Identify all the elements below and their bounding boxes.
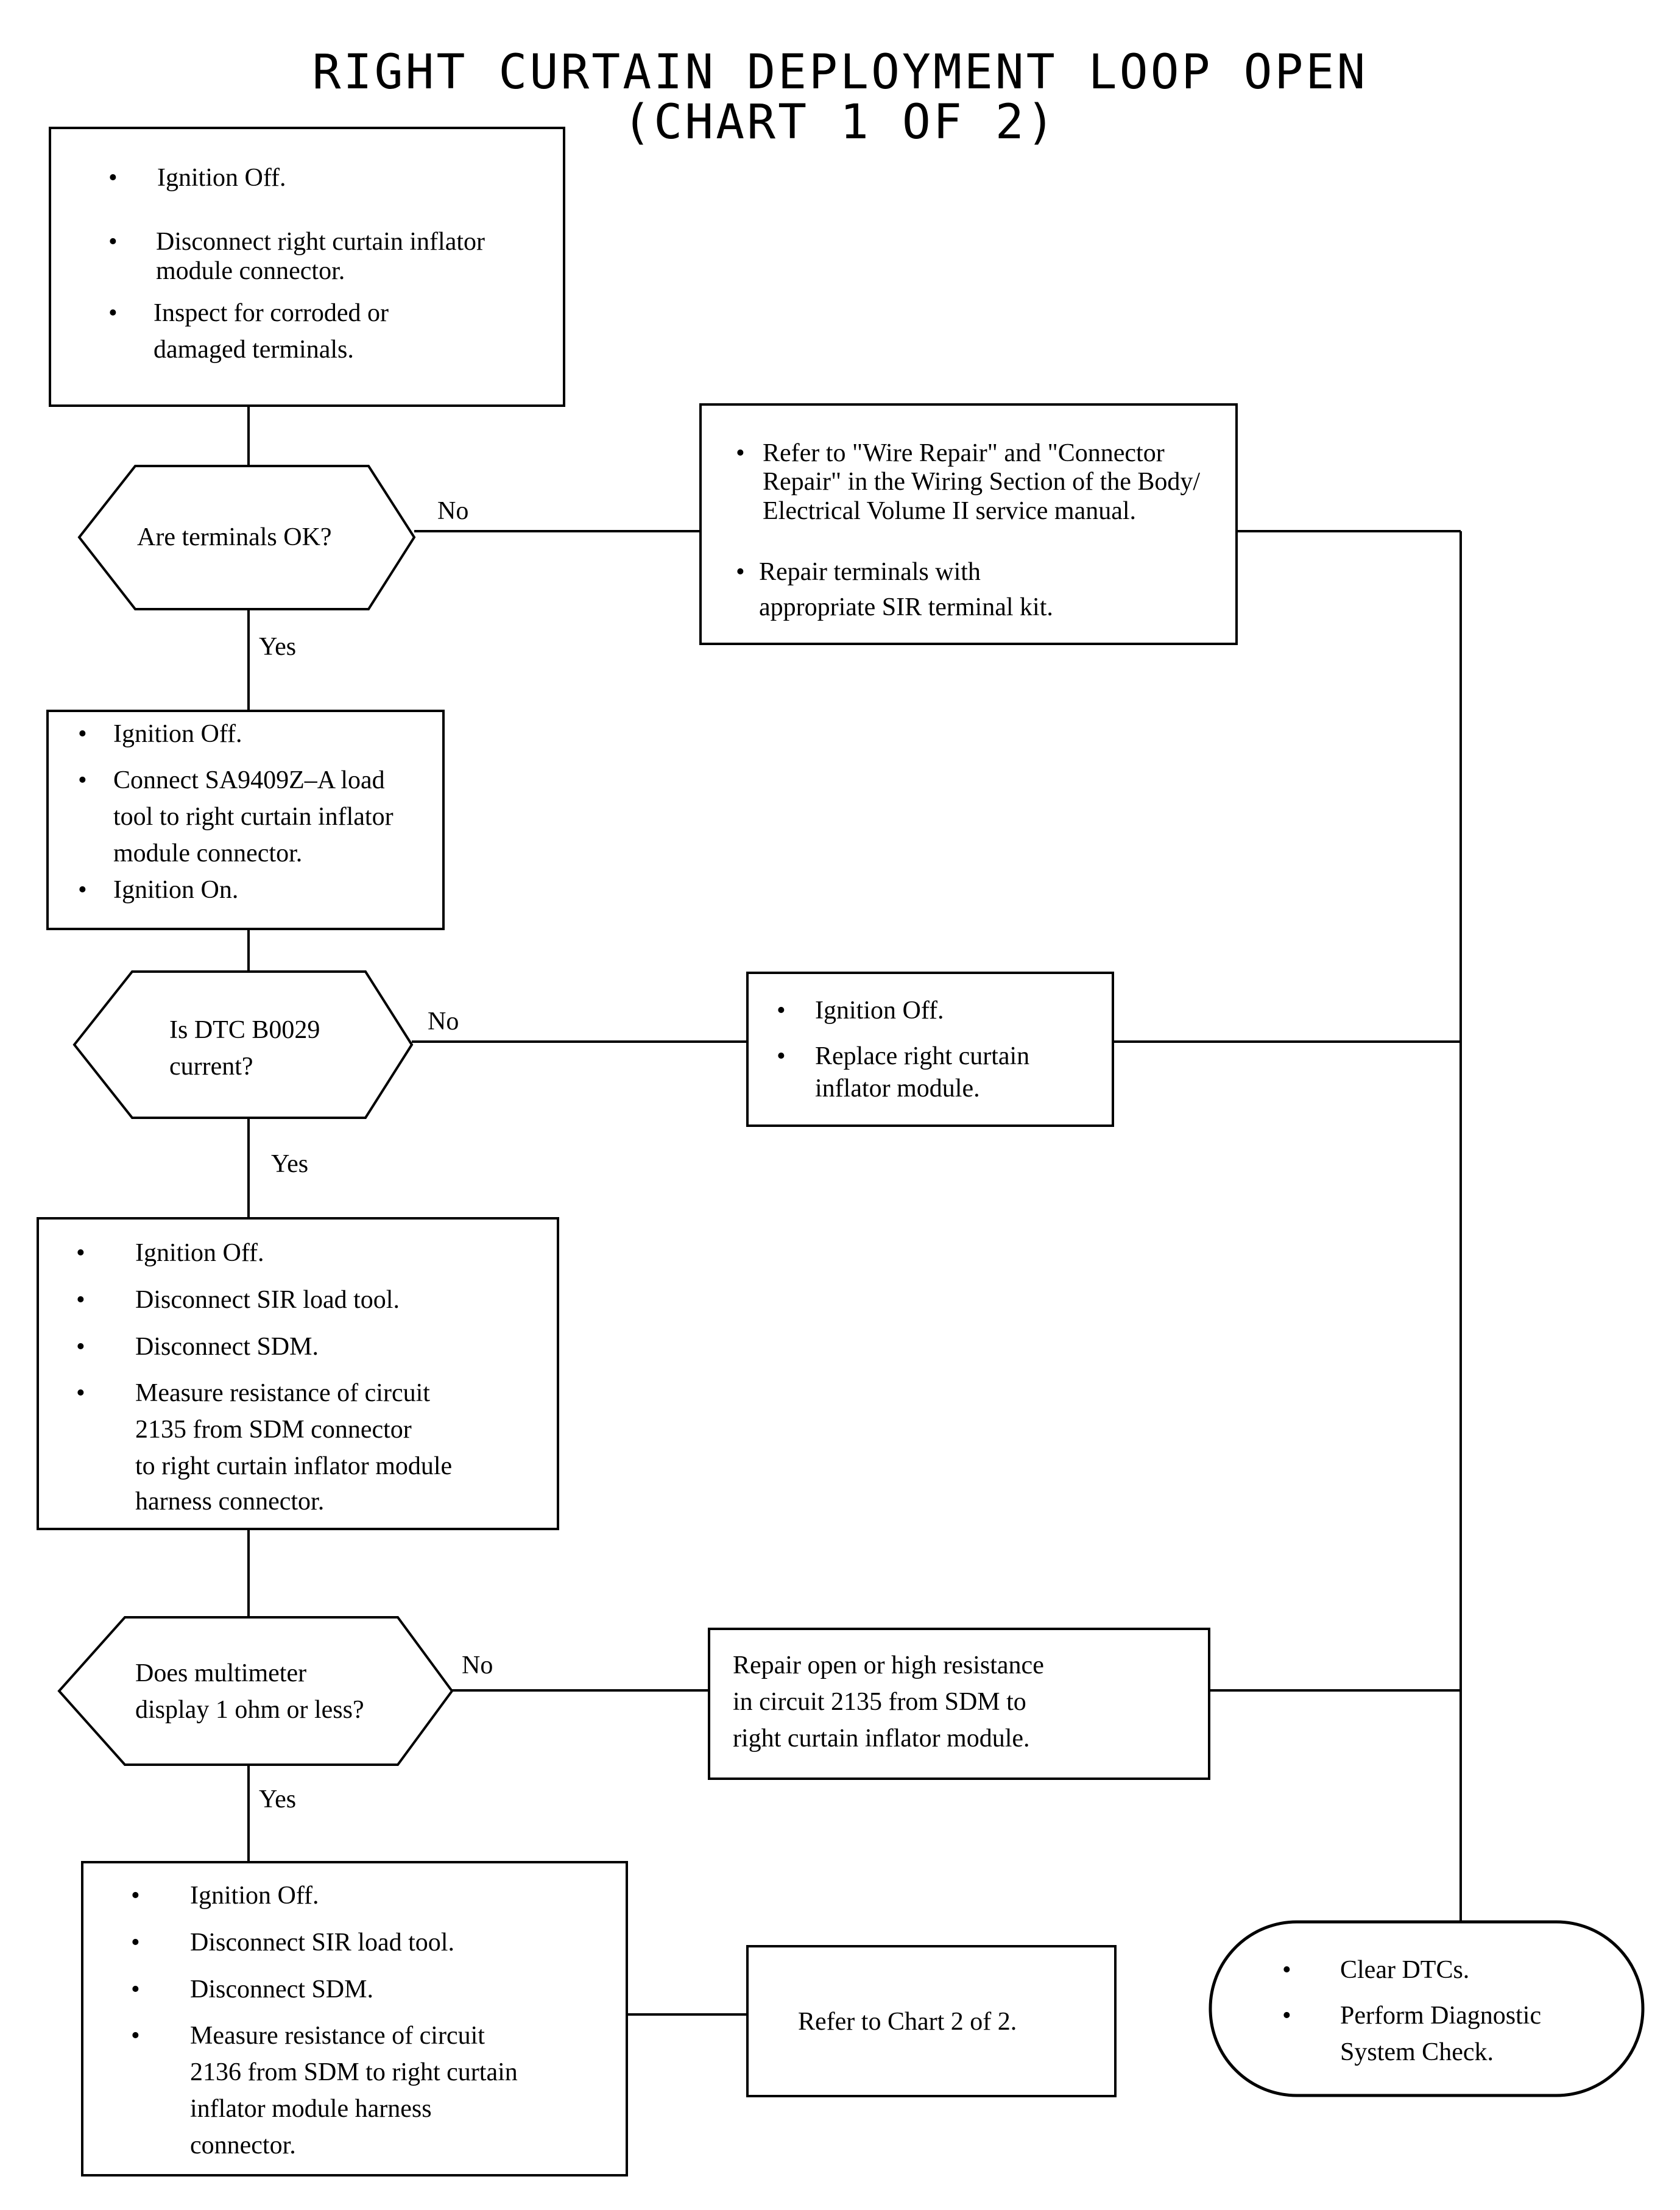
step-box-4 bbox=[81, 1861, 628, 2176]
refer-text: Refer to Chart 2 of 2. bbox=[798, 2008, 1017, 2036]
bullet: • bbox=[777, 1042, 786, 1070]
repair2-item: inflator module. bbox=[815, 1075, 980, 1103]
repair1-item: Repair" in the Wiring Section of the Bod… bbox=[763, 468, 1201, 496]
decision3-text: Does multimeter bbox=[135, 1659, 307, 1687]
bullet: • bbox=[78, 766, 87, 794]
bullet: • bbox=[76, 1379, 85, 1407]
repair1-item: appropriate SIR terminal kit. bbox=[759, 593, 1053, 621]
bullet: • bbox=[76, 1333, 85, 1361]
repair3-line: in circuit 2135 from SDM to bbox=[733, 1688, 1026, 1716]
repair3-line: Repair open or high resistance bbox=[733, 1651, 1044, 1679]
bullet: • bbox=[736, 558, 745, 586]
step4-item: Ignition Off. bbox=[190, 1882, 319, 1910]
decision3-text: display 1 ohm or less? bbox=[135, 1696, 364, 1724]
repair-box-1 bbox=[699, 403, 1238, 645]
step-box-1 bbox=[49, 127, 565, 407]
bullet: • bbox=[108, 228, 118, 256]
bullet: • bbox=[131, 2022, 140, 2050]
step3-item: to right curtain inflator module bbox=[135, 1452, 453, 1480]
step3-item: 2135 from SDM connector bbox=[135, 1416, 412, 1444]
decision3-no-label: No bbox=[462, 1651, 493, 1679]
step1-item: module connector. bbox=[156, 257, 345, 285]
bullet: • bbox=[1282, 1956, 1291, 1984]
decision2-text: current? bbox=[169, 1053, 253, 1081]
bullet: • bbox=[78, 720, 87, 748]
bullet: • bbox=[78, 876, 87, 904]
decision2-text: Is DTC B0029 bbox=[169, 1016, 320, 1044]
step4-item: 2136 from SDM to right curtain bbox=[190, 2058, 518, 2086]
decision-terminals-ok-shape bbox=[77, 465, 416, 610]
step4-item: inflator module harness bbox=[190, 2095, 432, 2123]
bullet: • bbox=[131, 1929, 140, 1957]
decision-multimeter-shape bbox=[57, 1616, 454, 1766]
step3-item: Disconnect SIR load tool. bbox=[135, 1286, 400, 1314]
refer-box bbox=[746, 1945, 1117, 2097]
decision-dtc-current-shape bbox=[72, 970, 414, 1119]
step-box-3 bbox=[37, 1217, 559, 1530]
page-title: RIGHT CURTAIN DEPLOYMENT LOOP OPEN bbox=[312, 45, 1368, 100]
step2-item: module connector. bbox=[113, 839, 303, 867]
bullet: • bbox=[108, 164, 118, 192]
step1-item: Ignition Off. bbox=[157, 164, 286, 192]
repair2-item: Ignition Off. bbox=[815, 997, 944, 1025]
bullet: • bbox=[131, 1975, 140, 2003]
terminal-shape bbox=[1209, 1920, 1645, 2097]
repair-box-3 bbox=[708, 1628, 1210, 1780]
terminal-item: Clear DTCs. bbox=[1340, 1956, 1470, 1984]
step4-item: Disconnect SDM. bbox=[190, 1975, 373, 2003]
page-subtitle: (CHART 1 OF 2) bbox=[623, 95, 1057, 150]
step3-item: harness connector. bbox=[135, 1488, 325, 1516]
bullet: • bbox=[131, 1882, 140, 1910]
decision1-no-label: No bbox=[437, 497, 469, 525]
step4-item: Disconnect SIR load tool. bbox=[190, 1929, 454, 1957]
step4-item: Measure resistance of circuit bbox=[190, 2022, 485, 2050]
step2-item: Connect SA9409Z–A load bbox=[113, 766, 385, 794]
step3-item: Measure resistance of circuit bbox=[135, 1379, 430, 1407]
terminal-item: System Check. bbox=[1340, 2038, 1494, 2066]
decision2-no-label: No bbox=[428, 1008, 459, 1036]
step3-item: Disconnect SDM. bbox=[135, 1333, 319, 1361]
step2-item: Ignition On. bbox=[113, 876, 239, 904]
bullet: • bbox=[777, 997, 786, 1025]
repair2-item: Replace right curtain bbox=[815, 1042, 1030, 1070]
repair-box-2 bbox=[746, 972, 1114, 1127]
bullet: • bbox=[108, 299, 118, 327]
bullet: • bbox=[76, 1239, 85, 1267]
repair1-item: Repair terminals with bbox=[759, 558, 981, 586]
step1-item: Inspect for corroded or bbox=[154, 299, 389, 327]
step4-item: connector. bbox=[190, 2131, 296, 2159]
bullet: • bbox=[76, 1286, 85, 1314]
decision2-yes-label: Yes bbox=[271, 1150, 309, 1178]
decision1-yes-label: Yes bbox=[259, 633, 297, 661]
step3-item: Ignition Off. bbox=[135, 1239, 264, 1267]
repair1-item: Refer to "Wire Repair" and "Connector bbox=[763, 439, 1165, 467]
step2-item: Ignition Off. bbox=[113, 720, 242, 748]
decision3-yes-label: Yes bbox=[259, 1785, 297, 1813]
step1-item: damaged terminals. bbox=[154, 336, 354, 364]
step1-item: Disconnect right curtain inflator bbox=[156, 228, 485, 256]
step-box-2 bbox=[46, 710, 445, 930]
repair1-item: Electrical Volume II service manual. bbox=[763, 497, 1137, 525]
step2-item: tool to right curtain inflator bbox=[113, 803, 394, 831]
repair3-line: right curtain inflator module. bbox=[733, 1725, 1030, 1753]
terminal-item: Perform Diagnostic bbox=[1340, 2002, 1542, 2030]
bullet: • bbox=[736, 439, 745, 467]
bullet: • bbox=[1282, 2002, 1291, 2030]
decision1-text: Are terminals OK? bbox=[137, 523, 332, 551]
